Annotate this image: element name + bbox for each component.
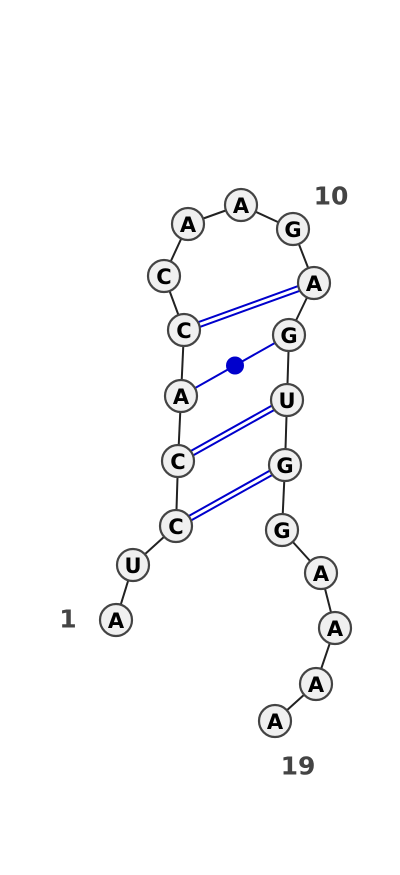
nucleotide-18: A — [298, 666, 334, 702]
nucleotide-11: A — [296, 265, 332, 301]
nucleotide-letter: A — [306, 272, 323, 296]
nucleotide-17: A — [317, 610, 353, 646]
nucleotide-circle — [269, 382, 305, 418]
nucleotide-circle — [303, 555, 339, 591]
nucleotide-6: C — [166, 312, 202, 348]
nucleotide-letter: A — [327, 617, 344, 641]
nucleotide-letter: C — [168, 515, 183, 539]
watson-crick-pair-line — [190, 474, 273, 522]
nucleotide-13: U — [269, 382, 305, 418]
nucleotide-10: G — [275, 211, 311, 247]
nucleotide-letter: U — [278, 389, 295, 413]
nucleotide-8: A — [170, 206, 206, 242]
watson-crick-pair-line — [192, 409, 275, 457]
nucleotide-circle — [267, 447, 303, 483]
position-label-19: 19 — [281, 752, 316, 781]
nucleotide-letter: C — [156, 265, 171, 289]
nucleotide-letter: A — [267, 710, 284, 734]
nucleotide-circle — [166, 312, 202, 348]
nucleotide-letter: A — [308, 673, 325, 697]
nucleotide-circle — [158, 508, 194, 544]
watson-crick-pair-line — [188, 469, 271, 517]
watson-crick-pair-line — [199, 289, 301, 328]
nucleotide-circle — [115, 547, 151, 583]
nucleotide-5: A — [163, 378, 199, 414]
nucleotide-letter: C — [170, 450, 185, 474]
position-label-1: 1 — [59, 605, 76, 634]
position-label-layer: 1 10 19 — [59, 182, 348, 781]
watson-crick-pair-line — [190, 404, 273, 452]
nucleotide-circle — [298, 666, 334, 702]
nucleotide-16: A — [303, 555, 339, 591]
nucleotide-circle — [163, 378, 199, 414]
nucleotide-letter: C — [176, 319, 191, 343]
nucleotide-1: A — [98, 602, 134, 638]
nucleotide-circle — [264, 512, 300, 548]
nucleotide-letter: G — [273, 519, 290, 543]
position-label-10: 10 — [314, 182, 349, 211]
wobble-pair-dot — [226, 356, 244, 375]
nucleotide-4: C — [160, 443, 196, 479]
nucleotide-letter: A — [173, 385, 190, 409]
nucleotide-15: G — [264, 512, 300, 548]
nucleotide-circle — [296, 265, 332, 301]
base-pair-layer — [188, 285, 301, 522]
nucleotide-letter: A — [180, 213, 197, 237]
nucleotide-3: C — [158, 508, 194, 544]
nucleotide-circle — [146, 258, 182, 294]
nucleotide-circle — [223, 187, 259, 223]
nucleotide-2: U — [115, 547, 151, 583]
watson-crick-pair-line — [197, 285, 299, 324]
nucleotide-letter: G — [280, 324, 297, 348]
nucleotide-letter: G — [276, 454, 293, 478]
nucleotide-19: A — [257, 703, 293, 739]
nucleotide-circle — [271, 317, 307, 353]
nucleotide-letter: U — [124, 554, 141, 578]
nucleotide-circle — [257, 703, 293, 739]
nucleotide-letter: G — [284, 218, 301, 242]
nucleotide-circle — [160, 443, 196, 479]
nucleotide-circle — [98, 602, 134, 638]
nucleotide-14: G — [267, 447, 303, 483]
nucleotide-circle — [275, 211, 311, 247]
nucleotide-9: A — [223, 187, 259, 223]
nucleotide-circle — [317, 610, 353, 646]
nucleotide-7: C — [146, 258, 182, 294]
nucleotide-letter: A — [313, 562, 330, 586]
nucleotide-letter: A — [108, 609, 125, 633]
nucleotide-12: G — [271, 317, 307, 353]
nucleotide-circle — [170, 206, 206, 242]
nucleotide-letter: A — [233, 194, 250, 218]
